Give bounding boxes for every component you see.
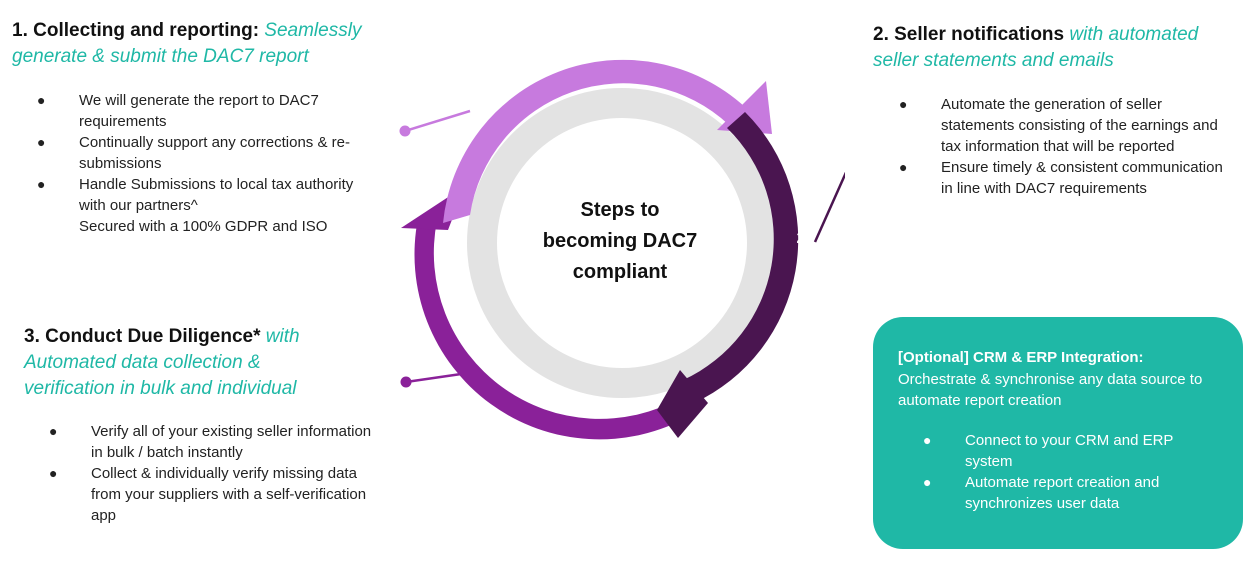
bullet-icon: ●	[37, 134, 46, 150]
optional-integration-panel: [Optional] CRM & ERP Integration: Orches…	[873, 317, 1243, 549]
bullet-icon: ●	[49, 423, 58, 439]
step2-title: 2. Seller notifications	[873, 24, 1065, 45]
list-item: ● Ensure timely & consistent communicatio…	[899, 157, 1231, 199]
connector-dot-step1	[399, 125, 411, 137]
step2-heading: 2. Seller notifications with automated s…	[873, 22, 1248, 74]
step3-heading: 3. Conduct Due Diligence* with Automated…	[24, 324, 394, 402]
cycle-segment-3	[414, 218, 691, 440]
step1-bullet-1: We will generate the report to DAC7 requ…	[79, 92, 319, 130]
center-title-line1: Steps to	[581, 199, 660, 221]
optional-bullets: ● Connect to your CRM and ERP system ● Aut…	[923, 430, 1215, 514]
bullet-icon: ●	[49, 465, 58, 481]
step3-accent-1: with	[265, 326, 300, 347]
bullet-icon: ●	[37, 176, 46, 192]
bullet-icon: ●	[899, 159, 908, 175]
connector-step2	[813, 171, 845, 243]
optional-description: Orchestrate & synchronise any data sourc…	[898, 371, 1203, 409]
step1-section: 1. Collecting and reporting: Seamlessly …	[12, 18, 392, 70]
step1-heading: 1. Collecting and reporting: Seamlessly …	[12, 18, 392, 70]
cycle-segment-1	[443, 59, 745, 223]
list-item: ● Connect to your CRM and ERP system	[923, 430, 1215, 472]
step3-bullet-1: Verify all of your existing seller infor…	[91, 423, 372, 461]
cycle-segment-2	[683, 112, 799, 403]
bullet-icon: ●	[923, 474, 932, 490]
step3-accent-3: verification in bulk and individual	[24, 378, 297, 399]
cycle-label-3: 3	[476, 349, 485, 366]
list-item: ● Handle Submissions to local tax authori…	[37, 174, 384, 237]
step2-bullet-1: Automate the generation of seller statem…	[941, 96, 1218, 155]
step1-bullet-3: Handle Submissions to local tax authorit…	[79, 176, 354, 214]
connector-step1	[404, 109, 471, 133]
bullet-icon: ●	[37, 92, 46, 108]
step1-accent-1: Seamlessly	[264, 20, 362, 41]
cycle-label-1: 1	[532, 67, 541, 84]
optional-bullet-1: Connect to your CRM and ERP system	[965, 432, 1174, 470]
bullet-icon: ●	[923, 432, 932, 448]
list-item: ● We will generate the report to DAC7 req…	[37, 90, 384, 132]
step3-section: 3. Conduct Due Diligence* with Automated…	[24, 324, 394, 402]
step3-bullet-2: Collect & individually verify missing da…	[91, 465, 367, 524]
step1-accent-2: generate & submit the DAC7 report	[12, 46, 309, 67]
step1-bullet-2: Continually support any corrections & re…	[79, 134, 350, 172]
list-item: ● Verify all of your existing seller info…	[49, 421, 381, 463]
inner-ring	[467, 88, 777, 398]
step2-accent-2: seller statements and emails	[873, 50, 1114, 71]
step2-bullet-2: Ensure timely & consistent communication…	[941, 159, 1223, 197]
list-item: ● Automate report creation and synchroniz…	[923, 472, 1215, 514]
list-item: ● Automate the generation of seller state…	[899, 94, 1231, 157]
step1-title: 1. Collecting and reporting	[12, 20, 253, 41]
step3-accent-2: Automated data collection &	[24, 352, 261, 373]
optional-title: [Optional] CRM & ERP Integration:	[898, 349, 1144, 366]
step2-section: 2. Seller notifications with automated s…	[873, 22, 1248, 74]
center-title-line2: becoming DAC7	[543, 230, 697, 252]
step1-colon: :	[252, 20, 260, 41]
cycle-diagram: 1 2 3 Steps to becoming DAC7 compliant	[399, 59, 845, 440]
step1-bullets: ● We will generate the report to DAC7 req…	[37, 90, 384, 237]
connector-dot-step3	[400, 376, 412, 388]
step3-bullets: ● Verify all of your existing seller info…	[49, 421, 381, 526]
optional-bullet-2: Automate report creation and synchronize…	[965, 474, 1160, 512]
step2-accent-1: with automated	[1069, 24, 1199, 45]
step2-bullets: ● Automate the generation of seller state…	[899, 94, 1231, 199]
list-item: ● Collect & individually verify missing d…	[49, 463, 381, 526]
step3-title: 3. Conduct Due Diligence*	[24, 326, 261, 347]
center-title-line3: compliant	[573, 261, 668, 283]
step1-extra-line: Secured with a 100% GDPR and ISO	[79, 218, 328, 235]
cycle-label-2: 2	[797, 230, 806, 247]
bullet-icon: ●	[899, 96, 908, 112]
cycle-arrow-2	[657, 370, 708, 438]
list-item: ● Continually support any corrections & r…	[37, 132, 384, 174]
cycle-arrow-1	[717, 81, 772, 134]
